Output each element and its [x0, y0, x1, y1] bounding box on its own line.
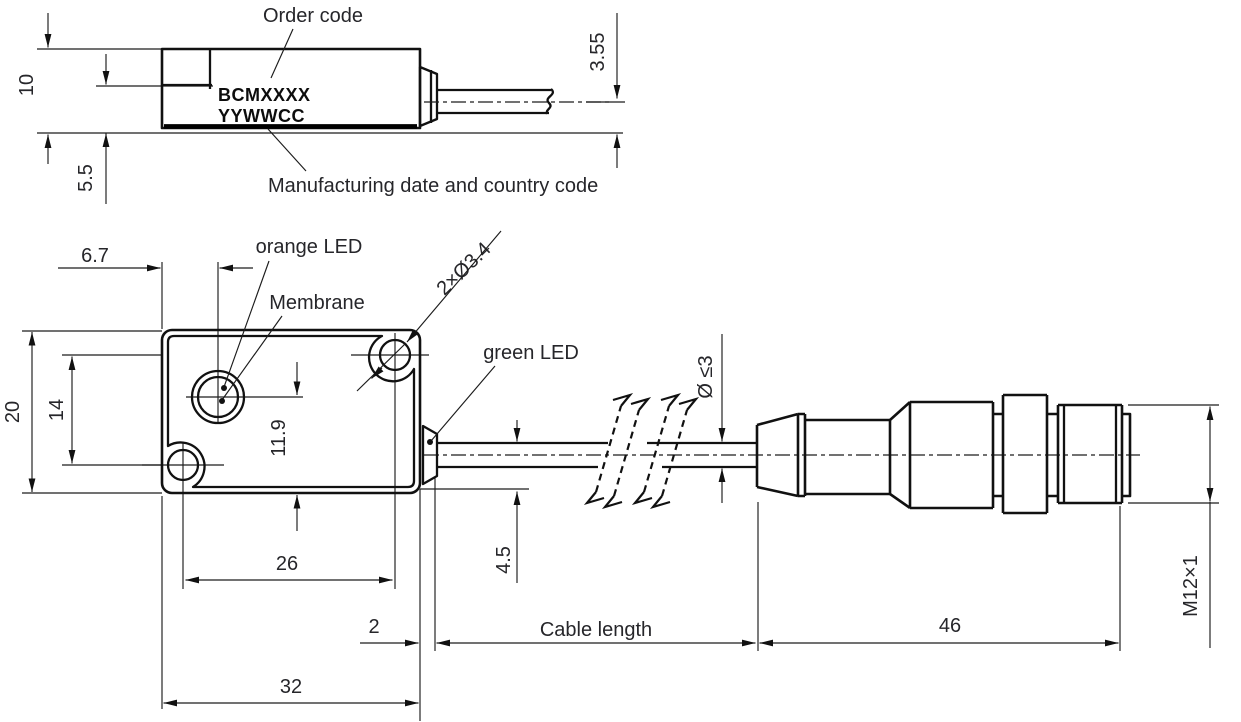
connector-taper	[889, 401, 912, 510]
dim-46-label: 46	[939, 615, 961, 637]
connector-body	[910, 400, 995, 510]
boot-collar	[798, 412, 807, 498]
green-led-leader	[430, 365, 496, 442]
date-code-text: YYWWCC	[218, 106, 305, 126]
strain-relief-cone	[755, 412, 800, 498]
dim-26-label: 26	[276, 553, 298, 575]
connector-tip	[1122, 412, 1132, 498]
thread-rings	[1062, 405, 1118, 503]
thread-section	[1056, 403, 1124, 505]
holes-leader-arrow2	[371, 366, 384, 379]
connector-neck-1	[993, 412, 1003, 498]
membrane-leader	[221, 315, 283, 401]
holes-label: 2×Ø3.4	[433, 238, 496, 300]
m12-connector	[755, 393, 1132, 515]
dim-6-7-label: 6.7	[81, 245, 109, 267]
membrane-outer-circle	[190, 369, 246, 425]
thread-label: M12×1	[1180, 555, 1202, 617]
top-view: BCMXXXX YYWWCC	[37, 47, 625, 134]
main-view	[22, 262, 1219, 721]
dim-20-label: 20	[2, 401, 24, 423]
orange-led-circle	[196, 375, 240, 419]
knurled-nut	[1001, 393, 1049, 515]
dim-14-label: 14	[46, 399, 68, 421]
mounting-hole-bottom-left	[166, 448, 200, 482]
order-code-label: Order code	[263, 5, 363, 27]
dim-4-5-label: 4.5	[493, 546, 515, 574]
main-view-dimensions: 6.7 20 14 11.9 26 2 Cable length 46 32 4…	[2, 230, 1214, 707]
holes-leader	[406, 230, 502, 343]
dim-10-label: 10	[16, 74, 38, 96]
dim-2-label: 2	[368, 616, 379, 638]
connector-neck-2	[1047, 412, 1058, 498]
dim-3-55-label: 3.55	[587, 33, 609, 72]
dim-5-5-label: 5.5	[75, 164, 97, 192]
order-code-leader	[270, 28, 294, 79]
green-led-housing	[421, 424, 439, 486]
housing-outline	[160, 328, 422, 495]
membrane-leader-dot	[219, 398, 225, 404]
mfg-note-leader	[267, 128, 307, 172]
cable-diameter-label: Ø ≤3	[695, 355, 717, 398]
orange-led-leader-dot	[221, 385, 227, 391]
top-view-dimensions: 10 5.5 3.55 Order code Manufacturing dat…	[16, 5, 621, 204]
product-code-text: BCMXXXX	[218, 85, 311, 105]
top-view-cable-boot	[418, 65, 439, 128]
mfg-note-label: Manufacturing date and country code	[268, 175, 598, 197]
orange-led-label: orange LED	[256, 236, 363, 258]
membrane-label: Membrane	[269, 292, 365, 314]
cable-break-symbol	[583, 392, 700, 510]
mounting-hole-top-right	[378, 338, 412, 372]
green-led-label: green LED	[483, 342, 579, 364]
connector-barrel-small	[805, 418, 892, 496]
top-view-cable-break	[545, 88, 554, 115]
dim-11-9-label: 11.9	[268, 419, 290, 456]
green-led-leader-dot	[427, 439, 433, 445]
dim-32-label: 32	[280, 676, 302, 698]
cable-length-label: Cable length	[540, 619, 652, 641]
orange-led-leader	[223, 260, 270, 388]
